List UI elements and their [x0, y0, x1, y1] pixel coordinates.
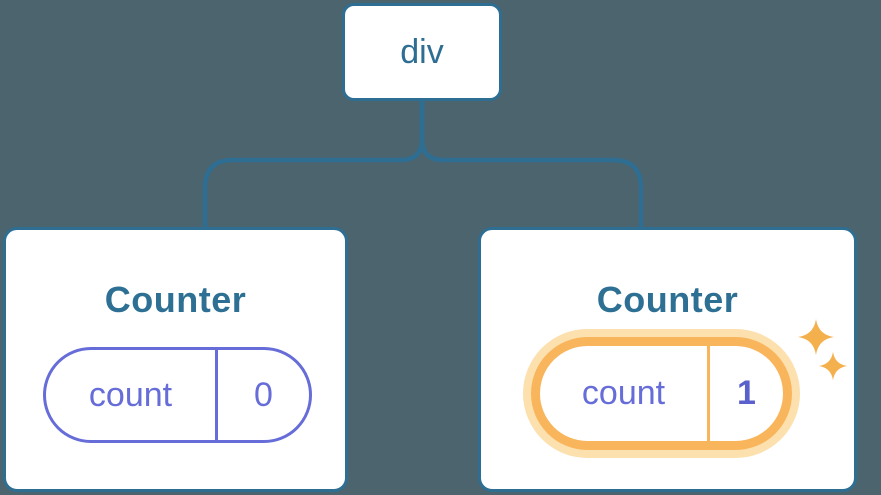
counter-card-right: Counter count 1: [478, 227, 857, 492]
counter-card-left: Counter count 0: [3, 227, 348, 492]
state-pill: count 0: [43, 347, 312, 443]
state-value-updated: 1: [737, 374, 756, 412]
state-value: 0: [254, 375, 273, 414]
sparkle-icon: [818, 351, 848, 381]
component-title: Counter: [104, 279, 247, 320]
state-pill-highlighted: count 1: [531, 337, 792, 450]
connector-branch-left: [202, 101, 425, 229]
sparkle-icon: [797, 318, 835, 356]
component-title: Counter: [596, 279, 739, 320]
root-node-label: div: [400, 32, 444, 71]
connector-branch-right: [419, 101, 644, 229]
root-node-div: div: [342, 3, 502, 101]
state-key: count: [46, 350, 218, 440]
state-key: count: [540, 346, 710, 441]
